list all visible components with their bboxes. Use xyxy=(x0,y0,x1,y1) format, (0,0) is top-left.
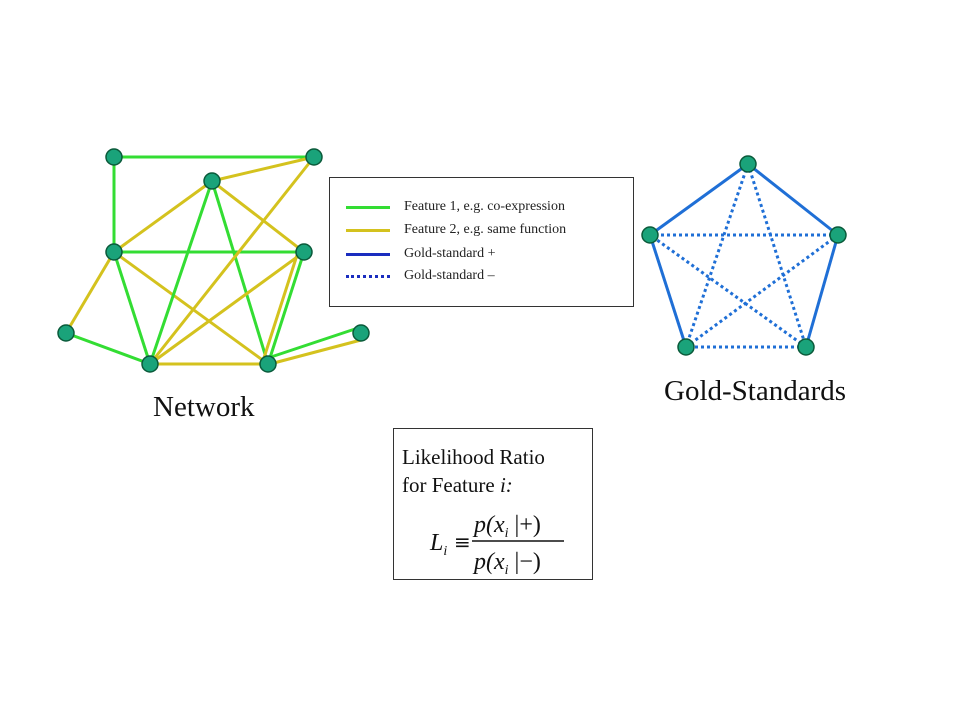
network-node xyxy=(105,243,123,261)
formula-equation: Li ≡ p(xi |+) p(xi |−) xyxy=(429,512,564,578)
legend-label-gold-positive: Gold-standard + xyxy=(404,246,496,261)
network-node xyxy=(105,148,123,166)
network-edge xyxy=(148,156,316,365)
network-edge xyxy=(211,179,305,254)
legend-label-feature1: Feature 1, e.g. co-expression xyxy=(404,199,565,214)
network-edge xyxy=(113,179,213,254)
gold-negative-edge xyxy=(746,163,808,348)
gold-negative-edge xyxy=(649,233,807,349)
legend-swatch-feature2 xyxy=(346,228,390,232)
gold-positive-edge xyxy=(804,234,840,348)
gold-standard-node xyxy=(739,155,757,173)
network-title: Network xyxy=(153,391,255,423)
network-nodes xyxy=(57,148,370,373)
legend-box: Feature 1, e.g. co-expression Feature 2,… xyxy=(329,177,634,307)
network-edge xyxy=(64,251,116,334)
network-edge xyxy=(260,251,300,365)
network-node xyxy=(352,324,370,342)
legend-item-gold-negative: Gold-standard – xyxy=(346,266,495,286)
network-node xyxy=(141,355,159,373)
network-node xyxy=(259,355,277,373)
legend-swatch-feature1 xyxy=(346,205,390,209)
formula-heading-line2-prefix: for Feature xyxy=(402,473,500,497)
formula-heading-line2: for Feature i: xyxy=(402,471,545,499)
network-edge xyxy=(149,250,305,366)
network-node xyxy=(305,148,323,166)
network-node xyxy=(57,324,75,342)
legend-label-gold-negative: Gold-standard – xyxy=(404,268,495,283)
legend-item-feature2: Feature 2, e.g. same function xyxy=(346,220,566,240)
gold-standard-node xyxy=(797,338,815,356)
formula-heading-line1: Likelihood Ratio xyxy=(402,445,545,469)
network-edge xyxy=(113,250,269,366)
formula-heading: Likelihood Ratio for Feature i: xyxy=(402,443,545,499)
legend-swatch-gold-positive xyxy=(346,252,390,256)
network-node xyxy=(203,172,221,190)
formula-feature-variable: i: xyxy=(499,473,513,497)
legend-swatch-gold-negative xyxy=(346,274,390,278)
network-edge xyxy=(211,155,315,183)
network-edge xyxy=(267,325,362,360)
gold-positive-edge xyxy=(648,234,688,348)
network-edge xyxy=(65,331,151,366)
gold-negative-edge xyxy=(684,163,750,348)
network-edge xyxy=(112,251,152,365)
gold-standard-node xyxy=(677,338,695,356)
network-edge xyxy=(210,180,270,365)
gold-negative-edge xyxy=(685,233,839,349)
gold-standard-edges xyxy=(648,162,840,349)
formula-lhs-sub: i xyxy=(443,544,447,559)
formula-denominator: p(xi |−) xyxy=(472,549,541,578)
likelihood-formula-box: Likelihood Ratio for Feature i: Li ≡ p(x… xyxy=(393,428,593,580)
network-edges xyxy=(64,155,362,366)
legend-item-gold-positive: Gold-standard + xyxy=(346,244,496,264)
gold-standards-title: Gold-Standards xyxy=(664,375,847,407)
gold-standard-nodes xyxy=(641,155,847,356)
network-node xyxy=(295,243,313,261)
gold-positive-edge xyxy=(649,162,749,237)
legend-label-feature2: Feature 2, e.g. same function xyxy=(404,222,567,237)
network-edge xyxy=(266,251,306,365)
network-edge xyxy=(269,338,362,366)
formula-equiv: ≡ xyxy=(454,530,471,554)
gold-standard-node xyxy=(829,226,847,244)
gold-standard-node xyxy=(641,226,659,244)
formula-lhs: Li xyxy=(429,530,447,559)
gold-positive-edge xyxy=(747,162,839,237)
formula-numerator: p(xi |+) xyxy=(472,512,541,541)
legend-item-feature1: Feature 1, e.g. co-expression xyxy=(346,197,565,217)
network-edge xyxy=(148,180,214,365)
